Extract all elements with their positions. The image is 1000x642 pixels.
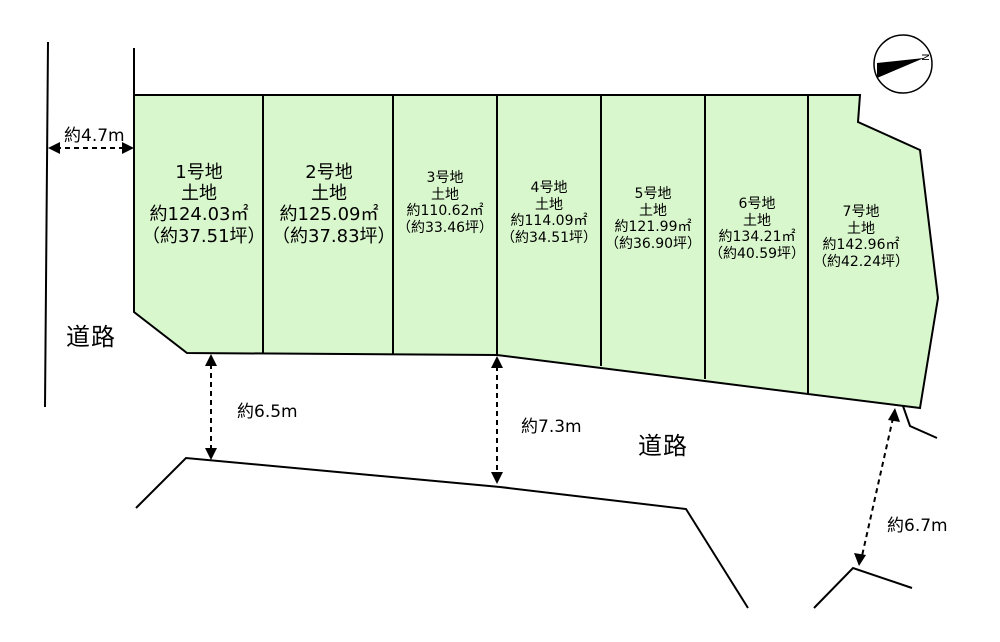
lot-7-area: 約142.96㎡ (822, 237, 900, 254)
lot-1-name: 1号地 (175, 162, 223, 183)
lot-4-type: 土地 (535, 196, 563, 213)
lot-dividers (262, 95, 809, 393)
lot-7-tsubo: （約42.24坪） (812, 253, 910, 270)
lot-3-tsubo: （約33.46坪） (396, 219, 494, 236)
west-road-edges (44, 41, 135, 408)
north-label: N (921, 54, 932, 61)
lot-3-label: 3号地 土地 約110.62㎡ （約33.46坪） (396, 170, 494, 236)
lot-6-name: 6号地 (738, 196, 776, 212)
lot-5-name: 5号地 (634, 186, 672, 202)
lot-5-type: 土地 (639, 202, 667, 219)
lot-1-label: 1号地 土地 約124.03㎡ （約37.51坪） (142, 162, 266, 247)
lot-7-name: 7号地 (842, 204, 880, 220)
lot-2-area: 約125.09㎡ (279, 204, 379, 226)
west-road-width: 約4.7m (64, 126, 125, 146)
lot-5-area: 約121.99㎡ (614, 219, 692, 236)
lot-6-tsubo: （約40.59坪） (708, 245, 806, 262)
arrow-heads (48, 142, 900, 566)
lot-1-tsubo: （約37.51坪） (142, 225, 266, 247)
lot-2-type: 土地 (311, 183, 347, 205)
lot-1-type: 土地 (181, 183, 217, 205)
lot-block (133, 94, 940, 410)
lot-2-tsubo: （約37.83坪） (272, 225, 396, 247)
lot-1-area: 約124.03㎡ (149, 204, 249, 226)
corner-road-edges (813, 405, 938, 609)
south-road-width-left: 約6.5m (237, 402, 298, 422)
lot-4-name: 4号地 (530, 180, 568, 196)
lot-3-name: 3号地 (426, 170, 464, 186)
lot-4-area: 約114.09㎡ (510, 213, 588, 230)
south-road-label: 道路 (638, 432, 688, 460)
lot-6-type: 土地 (743, 212, 771, 229)
south-road-edge (135, 456, 749, 609)
south-road-width-mid: 約7.3m (521, 417, 582, 437)
lot-3-type: 土地 (431, 186, 459, 203)
lot-4-tsubo: （約34.51坪） (500, 229, 598, 246)
lot-2-name: 2号地 (305, 162, 353, 183)
lot-5-label: 5号地 土地 約121.99㎡ （約36.90坪） (604, 186, 702, 252)
lot-2-label: 2号地 土地 約125.09㎡ （約37.83坪） (272, 162, 396, 247)
lot-3-area: 約110.62㎡ (406, 203, 484, 220)
lot-6-label: 6号地 土地 約134.21㎡ （約40.59坪） (708, 196, 806, 262)
lot-4-label: 4号地 土地 約114.09㎡ （約34.51坪） (500, 180, 598, 246)
south-road-width-right: 約6.7m (887, 516, 948, 536)
dimension-arrows (56, 147, 894, 557)
lot-6-area: 約134.21㎡ (718, 229, 796, 246)
lot-5-tsubo: （約36.90坪） (604, 235, 702, 252)
lot-7-label: 7号地 土地 約142.96㎡ （約42.24坪） (811, 204, 911, 270)
lot-7-type: 土地 (847, 220, 875, 237)
north-arrow-icon: N (873, 34, 933, 94)
west-road-label: 道路 (66, 323, 116, 351)
